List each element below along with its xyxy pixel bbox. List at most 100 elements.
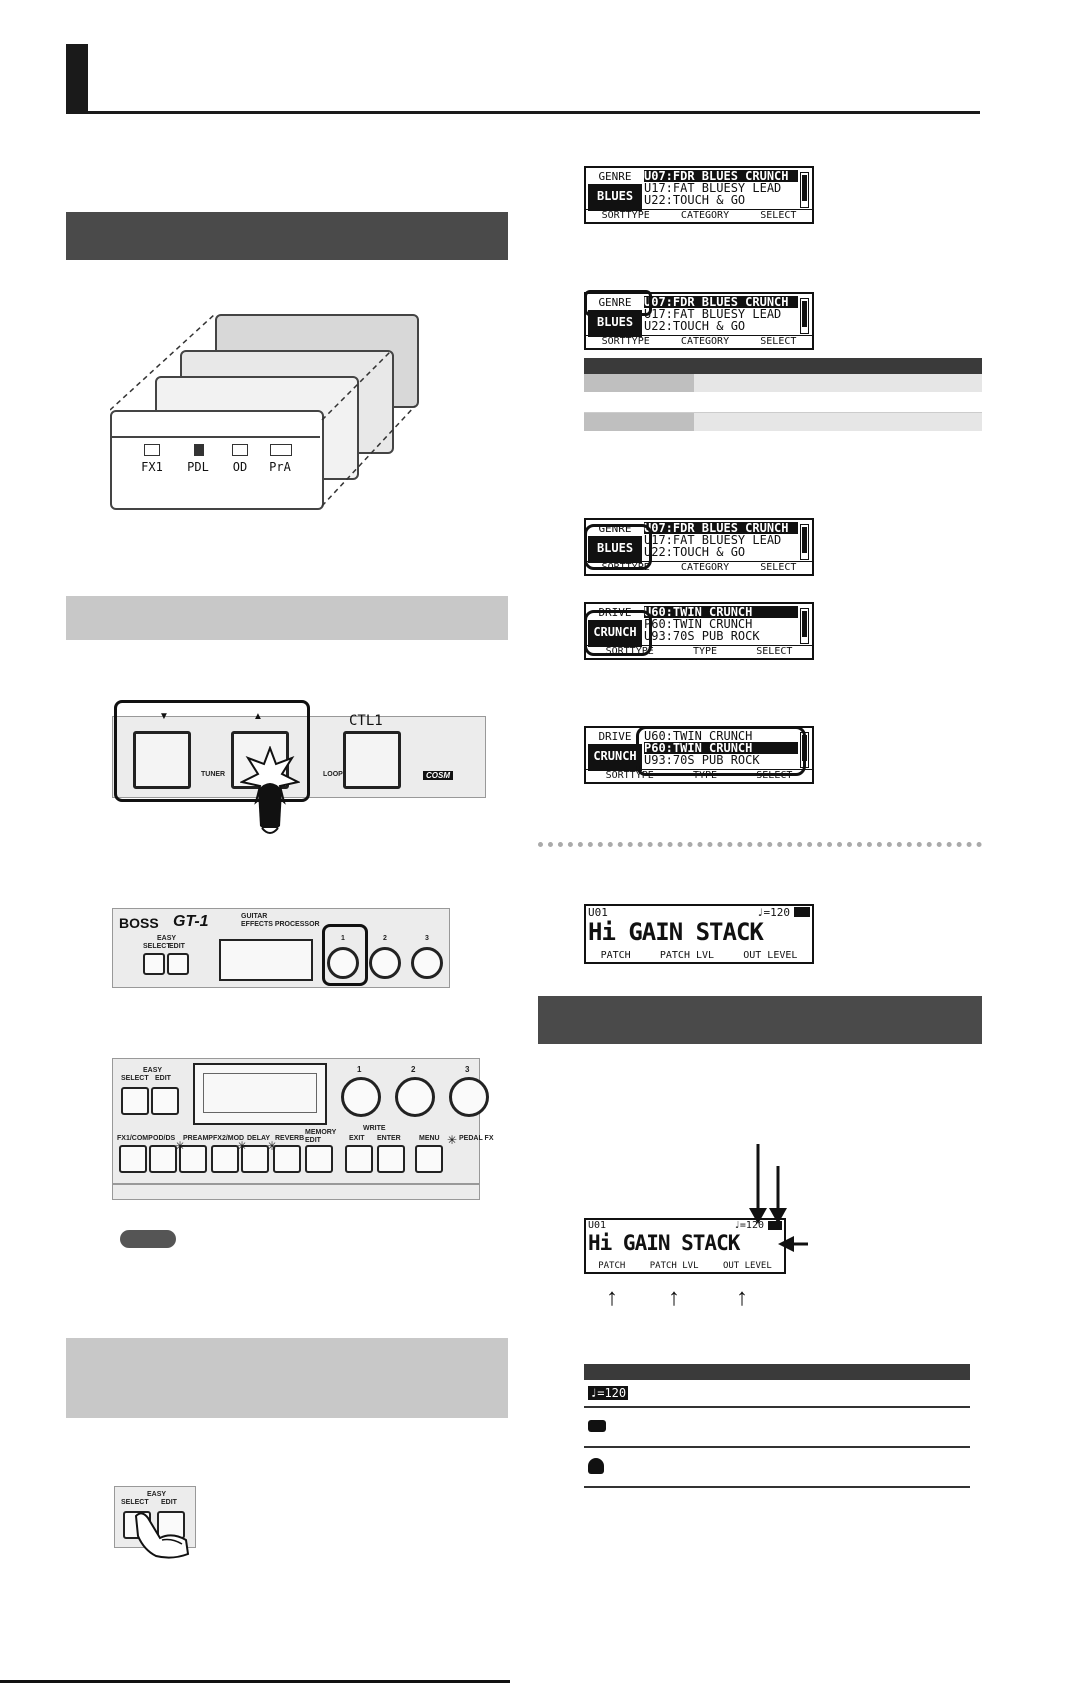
lcd-genre-label: GENRE: [588, 296, 642, 311]
easy-label-3: EASY: [147, 1491, 167, 1498]
select-label: SELECT: [143, 943, 171, 950]
dotted-separator: [538, 842, 982, 847]
knob-1[interactable]: [327, 947, 359, 979]
pedal-fx-flash-icon: ✳: [447, 1133, 458, 1147]
edit-button-2[interactable]: [151, 1087, 179, 1115]
up-arrow-icon: ↑: [668, 1284, 680, 1311]
memo-badge: [120, 1230, 176, 1248]
icon-table: ♩=120: [584, 1364, 970, 1488]
fx1-comp-label: FX1/COMP: [117, 1135, 153, 1142]
preamp-button[interactable]: [179, 1145, 207, 1173]
select-button[interactable]: [143, 953, 165, 975]
table-header-cell: [704, 1364, 970, 1380]
hand-press-icon: [134, 1512, 190, 1559]
list-highlight: [636, 726, 806, 776]
knob-3[interactable]: [411, 947, 443, 979]
delay-label: DELAY: [247, 1135, 271, 1142]
knob-3-label-2: 3: [465, 1065, 470, 1074]
lcd-list-item: U93:70S PUB ROCK: [644, 754, 760, 766]
lcd-drive-label: DRIVE: [588, 730, 642, 745]
lcd-genre-value: BLUES: [588, 537, 642, 563]
patch-number: U01: [588, 906, 608, 919]
lcd-footer-item: SORTTYPE: [605, 646, 654, 657]
knob-3-2[interactable]: [449, 1077, 489, 1117]
up-arrow-icon: ▲: [253, 711, 263, 722]
select-label-2: SELECT: [121, 1075, 149, 1082]
reverb-label: REVERB: [275, 1135, 305, 1142]
table-header-cell: [584, 358, 694, 374]
knob-1-2[interactable]: [341, 1077, 381, 1117]
blues-highlight: [584, 524, 652, 570]
scrollbar: [800, 298, 809, 334]
effect-layers-illustration: FX1 PDL OD PrA: [110, 310, 430, 510]
usb-audio-icon: [794, 907, 810, 917]
knob-2-2[interactable]: [395, 1077, 435, 1117]
exit-label: EXIT: [349, 1135, 365, 1142]
easy-label-2: EASY: [143, 1067, 163, 1074]
section-bar-2: [66, 596, 508, 640]
lcd-play-2: U01 ♩=120 Hi GAIN STACK PATCH PATCH LVL …: [584, 1218, 786, 1274]
enter-button[interactable]: [377, 1145, 405, 1173]
fx1-slot-icon: [144, 444, 160, 456]
lcd-footer-item: TYPE: [692, 646, 718, 657]
lcd-list-item: U07:FDR BLUES CRUNCH: [644, 170, 798, 182]
delay-button[interactable]: [241, 1145, 269, 1173]
fx2-mod-button[interactable]: [211, 1145, 239, 1173]
foot-press-icon: [240, 746, 300, 834]
lcd-list-item: U60:TWIN CRUNCH: [644, 730, 753, 742]
lcd-genre-value: BLUES: [588, 185, 642, 211]
up-arrow-icon: ↑: [736, 1284, 748, 1311]
usb-audio-icon: [588, 1419, 606, 1432]
scrollbar: [800, 608, 809, 644]
memory-edit-button[interactable]: [305, 1145, 333, 1173]
footer-rule: [0, 1680, 510, 1683]
lcd-list-item: U07:FDR BLUES CRUNCH: [644, 522, 798, 534]
down-footswitch[interactable]: [133, 731, 191, 789]
enter-label: ENTER: [377, 1135, 401, 1142]
lcd-footer-item: PATCH: [600, 950, 631, 961]
boss-logo: BOSS: [119, 915, 159, 931]
lcd-footer-item: CATEGORY: [680, 562, 730, 573]
pra-label: PrA: [269, 460, 291, 474]
lcd-footer-item: SELECT: [760, 336, 797, 347]
od-slot-icon: [232, 444, 248, 456]
scrollbar: [800, 524, 809, 560]
ctl1-label: CTL1: [349, 713, 383, 729]
easy-label: EASY: [157, 935, 177, 942]
lcd-footer-item: SELECT: [760, 562, 797, 573]
lcd-list-item: P60:TWIN CRUNCH: [644, 618, 753, 630]
tempo-icon: ♩=120: [588, 1386, 629, 1400]
edit-button[interactable]: [167, 953, 189, 975]
select-button-2[interactable]: [121, 1087, 149, 1115]
knob-1-label-2: 1: [357, 1065, 362, 1074]
down-arrow-icon: ▼: [159, 711, 169, 722]
knob-1-label: 1: [341, 935, 345, 942]
ctl1-footswitch[interactable]: [343, 731, 401, 789]
knob-2[interactable]: [369, 947, 401, 979]
reverb-button[interactable]: [273, 1145, 301, 1173]
write-label: WRITE: [363, 1125, 386, 1132]
lcd-footer-item: SELECT: [760, 210, 797, 221]
layer-dashes: [110, 313, 416, 507]
pra-slot-icon: [270, 444, 292, 456]
delay-flash-icon: ✳: [237, 1139, 248, 1153]
table-row: [584, 1407, 970, 1448]
lcd-footer-item: CATEGORY: [680, 210, 730, 221]
table-header-cell: [694, 358, 982, 374]
table-row: [584, 374, 982, 394]
lcd-list-item: U17:FAT BLUESY LEAD: [644, 182, 782, 194]
lcd-list-item: U22:TOUCH & GO: [644, 320, 746, 332]
menu-label: MENU: [419, 1135, 440, 1142]
exit-button[interactable]: [345, 1145, 373, 1173]
od-ds-button[interactable]: [149, 1145, 177, 1173]
knob-1-highlight: [322, 924, 368, 986]
crunch-highlight: [584, 610, 652, 656]
usb-audio-icon: [768, 1221, 782, 1230]
fx1-comp-button[interactable]: [119, 1145, 147, 1173]
tempo-readout: ♩=120: [756, 906, 790, 919]
patch-number: U01: [588, 1220, 607, 1231]
menu-button[interactable]: [415, 1145, 443, 1173]
lcd-list-item: U22:TOUCH & GO: [644, 546, 746, 558]
table-row: [584, 393, 982, 413]
